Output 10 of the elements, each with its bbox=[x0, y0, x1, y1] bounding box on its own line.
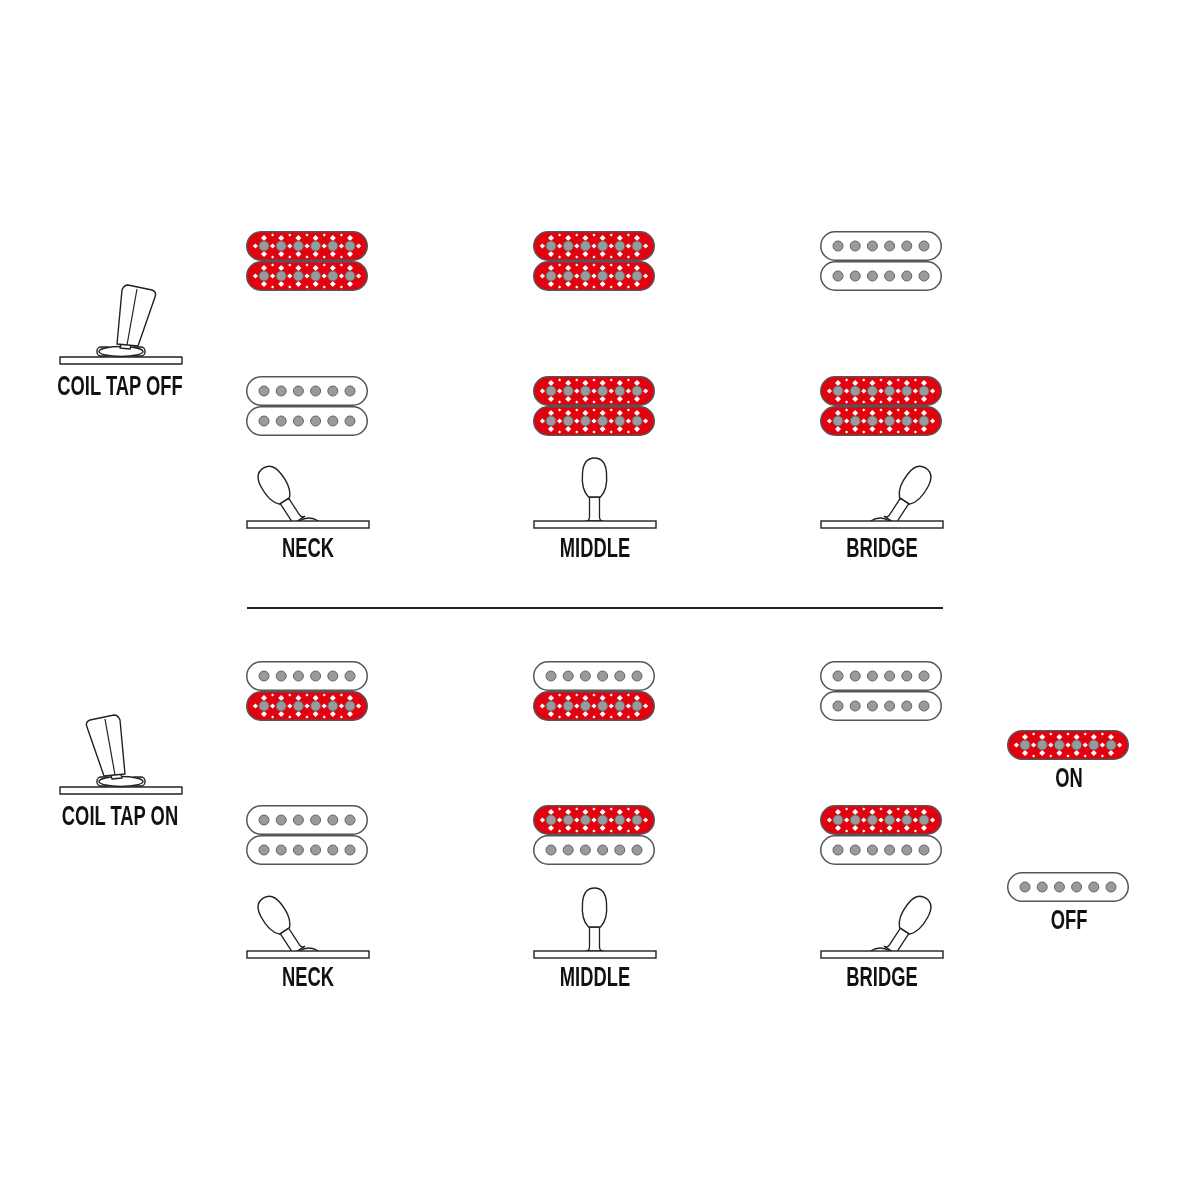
legend-label: ON bbox=[1055, 765, 1083, 792]
coil-tap-label: COIL TAP ON bbox=[61, 803, 179, 830]
switch-position-label: NECK bbox=[282, 535, 334, 562]
switch-position-label: BRIDGE bbox=[846, 964, 918, 991]
switch-position-label: BRIDGE bbox=[846, 535, 918, 562]
switch-position-label: NECK bbox=[282, 964, 334, 991]
legend-label: OFF bbox=[1050, 907, 1088, 934]
switch-position-label: MIDDLE bbox=[559, 535, 631, 562]
switch-position-label: MIDDLE bbox=[559, 964, 631, 991]
coil-tap-label: COIL TAP OFF bbox=[57, 373, 183, 400]
